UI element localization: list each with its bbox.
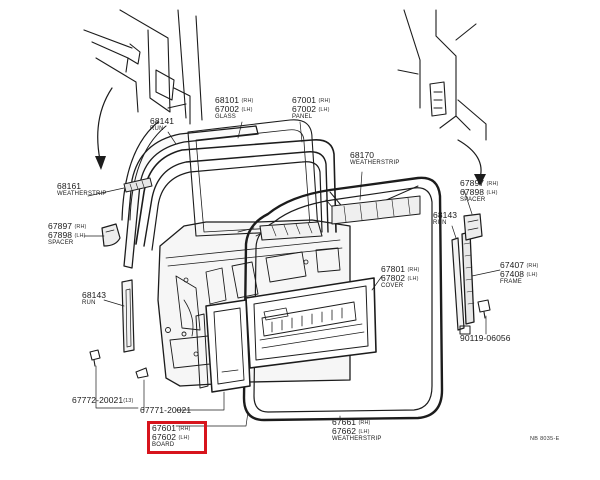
callout-clip-part: 90119-06056 bbox=[460, 333, 511, 343]
callout-run-right-name: RUN bbox=[433, 219, 447, 226]
callout-spacer-left: 67897 (RH) 67898 (LH) SPACER bbox=[48, 221, 87, 248]
glass-pane-drawing bbox=[187, 119, 319, 237]
cover-panel-drawing bbox=[245, 277, 377, 369]
callout-weatherstrip-top: 68170 WEATHERSTRIP bbox=[350, 150, 400, 167]
callout-glass-name: GLASS bbox=[215, 114, 237, 120]
callout-frame-name: FRAME bbox=[500, 279, 522, 285]
run-strip-left-drawing bbox=[121, 279, 135, 353]
callout-weatherstrip-bottom-name: WEATHERSTRIP bbox=[332, 436, 382, 442]
callout-spacer-right-part-rh: 67897 bbox=[460, 178, 485, 188]
callout-weatherstrip-bottom-side-lh: (LH) bbox=[358, 428, 370, 435]
run-strip-right-drawing bbox=[451, 231, 475, 335]
callout-fastener-b-part: 67771-20021 bbox=[140, 405, 192, 415]
callout-run-top-name: RUN bbox=[150, 125, 164, 132]
callout-run-right-part: 68143 bbox=[433, 210, 458, 220]
callout-spacer-right-name: SPACER bbox=[460, 197, 486, 203]
board-panel-drawing bbox=[195, 299, 251, 393]
callout-weatherstrip-top-name: WEATHERSTRIP bbox=[350, 159, 400, 166]
callout-panel-part-rh: 67001 bbox=[292, 95, 317, 105]
callout-spacer-left-side-lh: (LH) bbox=[74, 232, 86, 239]
leader-lines bbox=[83, 121, 501, 427]
callout-spacer-right-side-lh: (LH) bbox=[486, 189, 498, 196]
callout-weatherstrip-left-name: WEATHERSTRIP bbox=[57, 190, 107, 197]
callout-fastener-a: 67772-20021(13) bbox=[72, 395, 134, 406]
callout-weatherstrip-bottom-part-rh: 67661 bbox=[332, 417, 357, 427]
spacer-left-drawing bbox=[101, 223, 121, 247]
callout-run-left: 68143 RUN bbox=[82, 290, 107, 307]
callout-glass-side-lh: (LH) bbox=[241, 106, 253, 113]
callout-cover-part-lh: 67802 bbox=[381, 272, 406, 283]
callout-fastener-a-part: 67772-20021 bbox=[72, 395, 124, 405]
vehicle-reference-sketch-left bbox=[83, 9, 203, 125]
callout-fastener-b: 67771-20021 bbox=[140, 405, 192, 415]
callout-frame-side-lh: (LH) bbox=[526, 271, 538, 278]
callout-cover: 67801 (RH) 67802 (LH) COVER bbox=[381, 264, 420, 291]
weatherstrip-left-drawing bbox=[123, 177, 153, 193]
callout-frame-side-rh: (RH) bbox=[526, 263, 539, 269]
callout-spacer-left-side-rh: (RH) bbox=[74, 224, 87, 230]
callout-panel-name: PANEL bbox=[292, 114, 313, 120]
callout-weatherstrip-top-part: 68170 bbox=[350, 150, 375, 160]
spacer-right-drawing bbox=[463, 213, 483, 241]
callout-board-side-lh: (LH) bbox=[178, 434, 190, 441]
callout-frame-part-lh: 67408 bbox=[500, 268, 525, 279]
callout-weatherstrip-left-part: 68161 bbox=[57, 181, 82, 191]
callout-board-part-lh: 67602 bbox=[152, 431, 177, 442]
board-highlight-box bbox=[147, 421, 207, 454]
reference-arrow-left bbox=[95, 87, 113, 170]
callout-spacer-right: 67897 (RH) 67898 (LH) SPACER bbox=[460, 178, 499, 205]
callout-clip: 90119-06056 bbox=[460, 333, 511, 343]
callout-glass: 68101 (RH) 67002 (LH) GLASS bbox=[215, 95, 254, 122]
callout-glass-part-rh: 68101 bbox=[215, 95, 240, 105]
vehicle-reference-sketch-right bbox=[397, 9, 487, 141]
weatherstrip-loop-drawing bbox=[242, 176, 444, 422]
callout-frame: 67407 (RH) 67408 (LH) FRAME bbox=[500, 260, 539, 287]
callout-weatherstrip-bottom-side-rh: (RH) bbox=[358, 420, 371, 426]
callout-spacer-right-side-rh: (RH) bbox=[486, 181, 499, 187]
callout-weatherstrip-bottom: 67661 (RH) 67662 (LH) WEATHERSTRIP bbox=[332, 417, 382, 444]
callout-cover-side-rh: (RH) bbox=[407, 267, 420, 273]
callout-run-left-name: RUN bbox=[82, 299, 96, 306]
callout-spacer-left-part-lh: 67898 bbox=[48, 229, 73, 240]
callout-weatherstrip-bottom-part-lh: 67662 bbox=[332, 425, 357, 436]
callout-panel: 67001 (RH) 67002 (LH) PANEL bbox=[292, 95, 331, 122]
callout-cover-name: COVER bbox=[381, 283, 404, 289]
fastener-clips-drawing bbox=[89, 299, 491, 379]
drawing-reference-code: NB 8035-E bbox=[530, 436, 560, 442]
callout-board-name: BOARD bbox=[152, 442, 175, 448]
glass-run-drawing bbox=[121, 121, 259, 269]
callout-panel-side-lh: (LH) bbox=[318, 106, 330, 113]
callout-run-top-part: 68141 bbox=[150, 116, 175, 126]
door-panel-frame-drawing bbox=[135, 138, 337, 251]
callout-spacer-left-part-rh: 67897 bbox=[48, 221, 73, 231]
callout-board: 67601 (RH) 67602 (LH) BOARD bbox=[152, 423, 191, 450]
callout-fastener-a-qty: (13) bbox=[123, 398, 134, 404]
callout-panel-part-lh: 67002 bbox=[292, 103, 317, 114]
callout-run-left-part: 68143 bbox=[82, 290, 107, 300]
callout-glass-side-rh: (RH) bbox=[241, 98, 254, 104]
callout-cover-part-rh: 67801 bbox=[381, 264, 406, 274]
callout-spacer-left-name: SPACER bbox=[48, 240, 74, 246]
callout-run-right: 68143 RUN bbox=[433, 210, 458, 227]
callout-frame-part-rh: 67407 bbox=[500, 260, 525, 270]
callout-glass-part-lh: 67002 bbox=[215, 103, 240, 114]
reference-arrow-right bbox=[457, 139, 486, 186]
callout-board-side-rh: (RH) bbox=[178, 426, 191, 432]
callout-panel-side-rh: (RH) bbox=[318, 98, 331, 104]
callout-spacer-right-part-lh: 67898 bbox=[460, 186, 485, 197]
callout-board-part-rh: 67601 bbox=[152, 423, 177, 433]
callout-run-top: 68141 RUN bbox=[150, 116, 175, 133]
callout-weatherstrip-left: 68161 WEATHERSTRIP bbox=[57, 181, 107, 198]
callout-cover-side-lh: (LH) bbox=[407, 275, 419, 282]
